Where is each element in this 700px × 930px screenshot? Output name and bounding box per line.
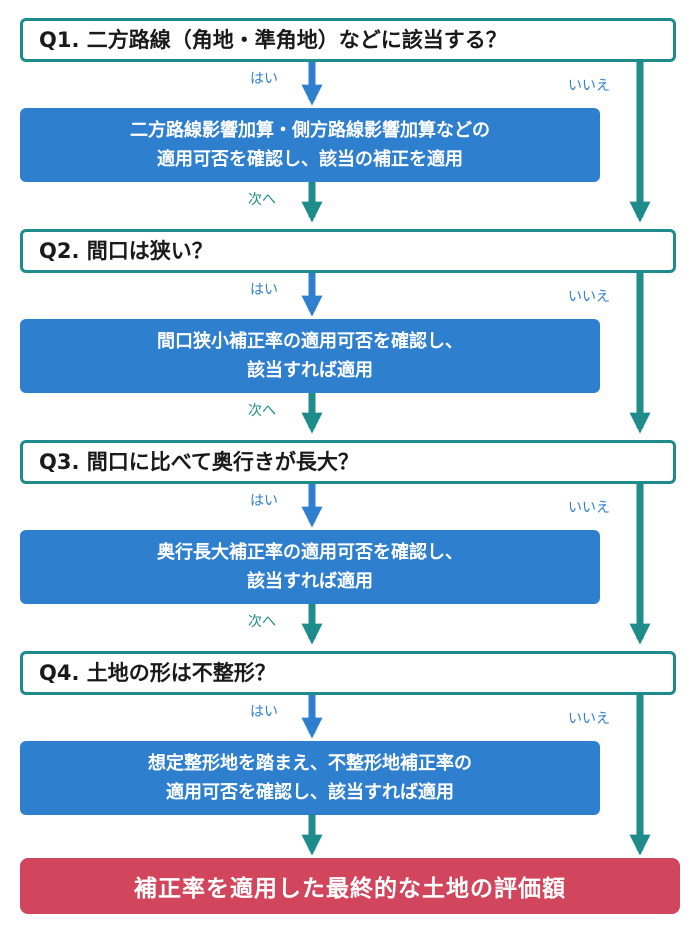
no-label-4: いいえ bbox=[568, 711, 610, 727]
next-label-2: 次へ bbox=[248, 403, 276, 419]
no-label-1: いいえ bbox=[568, 78, 610, 94]
action-1: 二方路線影響加算・側方路線影響加算などの 適用可否を確認し、該当の補正を適用 bbox=[20, 108, 600, 182]
yes-label-4: はい bbox=[250, 704, 278, 720]
yes-label-1: はい bbox=[250, 71, 278, 87]
action-2: 間口狭小補正率の適用可否を確認し、 該当すれば適用 bbox=[20, 319, 600, 393]
yes-label-3: はい bbox=[250, 493, 278, 509]
question-2: Q2. 間口は狭い？ bbox=[20, 229, 676, 273]
question-1: Q1. 二方路線（角地・準角地）などに該当する？ bbox=[20, 18, 676, 62]
no-label-2: いいえ bbox=[568, 289, 610, 305]
no-label-3: いいえ bbox=[568, 500, 610, 516]
yes-label-2: はい bbox=[250, 282, 278, 298]
final-result: 補正率を適用した最終的な土地の評価額 bbox=[20, 858, 680, 914]
action-4: 想定整形地を踏まえ、不整形地補正率の 適用可否を確認し、該当すれば適用 bbox=[20, 741, 600, 815]
question-4: Q4. 土地の形は不整形？ bbox=[20, 651, 676, 695]
next-label-1: 次へ bbox=[248, 192, 276, 208]
action-3: 奥行長大補正率の適用可否を確認し、 該当すれば適用 bbox=[20, 530, 600, 604]
question-3: Q3. 間口に比べて奥行きが長大？ bbox=[20, 440, 676, 484]
next-label-3: 次へ bbox=[248, 614, 276, 630]
